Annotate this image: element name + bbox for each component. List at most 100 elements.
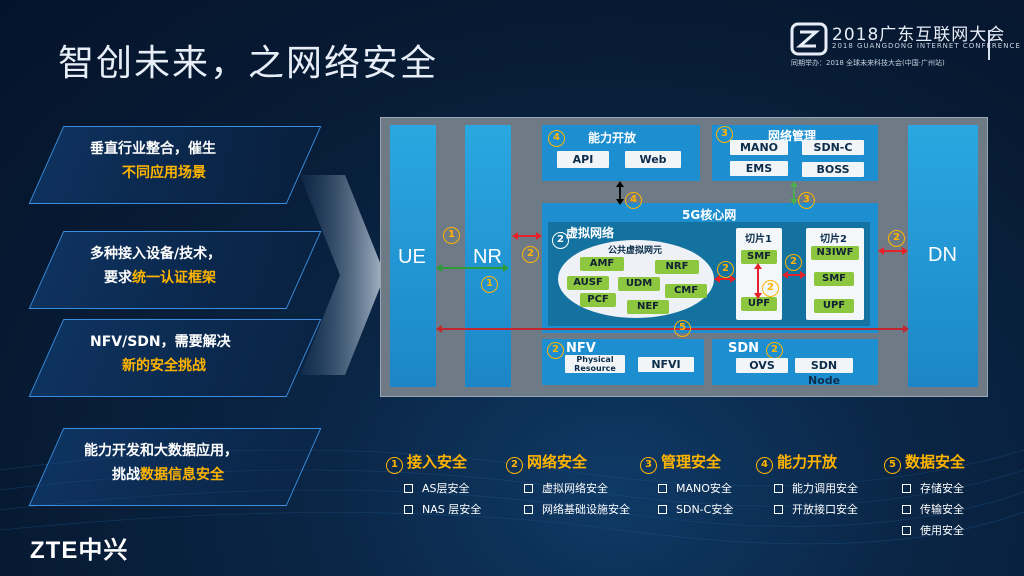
checkbox-icon	[524, 505, 533, 514]
marker-1a: 1	[443, 227, 460, 244]
virtual-network-num: 2	[552, 232, 569, 249]
marker-3: 3	[798, 192, 815, 209]
zte-logo: ZTE中兴	[30, 537, 129, 564]
legend-1-title: 接入安全	[407, 453, 468, 471]
capability-title: 能力开放	[588, 131, 637, 145]
left-item-4-highlight: 数据信息安全	[140, 467, 224, 483]
nfv-title: NFV	[566, 341, 596, 356]
nfvi-box: NFVI	[638, 357, 694, 372]
slice1-smf: SMF	[741, 250, 777, 264]
checkbox-icon	[404, 484, 413, 493]
legend-5-title: 数据安全	[905, 453, 966, 471]
marker-5: 5	[674, 320, 691, 337]
mgmt-num: 3	[716, 126, 733, 143]
legend-4-item-1: 能力调用安全	[792, 482, 858, 495]
legend-1-item-1: AS层安全	[422, 482, 470, 495]
diagram-arrows	[436, 181, 909, 333]
mgmt-title: 网络管理	[768, 129, 817, 143]
nf-amf: AMF	[580, 257, 624, 271]
legend-1-item-2: NAS 层安全	[422, 503, 482, 516]
mano-box: MANO	[730, 140, 788, 155]
sdn-title: SDN	[728, 341, 760, 356]
checkbox-icon	[524, 484, 533, 493]
virtual-network-title: 虚拟网络	[566, 226, 615, 240]
slice2-smf: SMF	[814, 272, 854, 286]
nfv-num: 2	[547, 342, 564, 359]
left-item-2-line1: 多种接入设备/技术，	[90, 246, 222, 262]
slice1-num: 2	[762, 280, 779, 297]
checkbox-icon	[774, 484, 783, 493]
slice2-title: 切片2	[820, 234, 847, 245]
legend-4-item-2: 开放接口安全	[792, 503, 858, 516]
legend-5-item-2: 传输安全	[920, 503, 964, 516]
left-item-3: NFV/SDN，需要解决 新的安全挑战	[90, 330, 231, 378]
checkbox-icon	[658, 484, 667, 493]
left-item-2: 多种接入设备/技术， 要求统一认证框架	[90, 242, 221, 290]
ems-box: EMS	[730, 161, 788, 176]
legend-2-item-1: 虚拟网络安全	[542, 482, 608, 495]
nr-column	[465, 125, 511, 387]
slice2-upf: UPF	[814, 299, 854, 313]
nf-ausf: AUSF	[567, 276, 609, 290]
checkbox-icon	[658, 505, 667, 514]
left-item-4: 能力开发和大数据应用， 挑战数据信息安全	[84, 439, 238, 487]
legend-3-item-2: SDN-C安全	[676, 503, 734, 516]
checkbox-icon	[902, 484, 911, 493]
legend-3-title: 管理安全	[661, 453, 722, 471]
left-item-2-line2-prefix: 要求	[104, 270, 132, 286]
legend-2-num: 2	[506, 457, 523, 474]
ue-label: UE	[398, 246, 426, 268]
legend-5-item-3: 使用安全	[920, 524, 964, 537]
big-arrow-icon	[300, 175, 385, 375]
left-item-2-highlight: 统一认证框架	[132, 270, 216, 286]
nr-label: NR	[473, 246, 502, 268]
marker-2d: 2	[888, 230, 905, 247]
marker-1b: 1	[481, 276, 498, 293]
marker-2b: 2	[717, 261, 734, 278]
checkbox-icon	[404, 505, 413, 514]
legend-3-num: 3	[640, 457, 657, 474]
nf-cmf: CMF	[665, 284, 707, 298]
boss-box: BOSS	[802, 162, 864, 177]
legend-3-item-1: MANO安全	[676, 482, 732, 495]
slice1-arrow-icon	[754, 263, 762, 299]
capability-num: 4	[548, 130, 565, 147]
conference-logo-icon	[790, 22, 828, 56]
dn-label: DN	[928, 244, 957, 266]
left-item-4-line2-prefix: 挑战	[112, 467, 140, 483]
nf-udm: UDM	[618, 277, 660, 291]
slice1-title: 切片1	[745, 234, 772, 245]
left-item-1-line1: 垂直行业整合，催生	[90, 141, 216, 157]
api-box: API	[557, 151, 609, 168]
nf-nrf: NRF	[655, 260, 699, 274]
legend-4-title: 能力开放	[777, 453, 838, 471]
legend-2-title: 网络安全	[527, 453, 588, 471]
nf-pcf: PCF	[580, 293, 616, 307]
slice1-upf: UPF	[741, 297, 777, 311]
sdnc-box: SDN-C	[802, 140, 864, 155]
checkbox-icon	[902, 526, 911, 535]
left-item-4-line1: 能力开发和大数据应用，	[84, 443, 238, 459]
marker-2c: 2	[785, 254, 802, 271]
ovs-box: OVS	[736, 358, 788, 373]
checkbox-icon	[902, 505, 911, 514]
legend-5-num: 5	[884, 457, 901, 474]
core-network-title: 5G核心网	[682, 208, 737, 222]
checkbox-icon	[774, 505, 783, 514]
header-divider	[988, 30, 990, 60]
left-item-3-line1: NFV/SDN，需要解决	[90, 334, 231, 350]
physical-resource-box: Physical Resource	[565, 355, 625, 373]
legend-2-item-2: 网络基础设施安全	[542, 503, 630, 516]
conference-subtitle: 2018 GUANGDONG INTERNET CONFERENCE	[832, 42, 1021, 50]
ue-column	[390, 125, 436, 387]
left-item-1-highlight: 不同应用场景	[122, 165, 206, 181]
public-nf-title: 公共虚拟网元	[608, 246, 663, 256]
marker-2a: 2	[522, 246, 539, 263]
legend-4-num: 4	[756, 457, 773, 474]
left-item-3-highlight: 新的安全挑战	[122, 358, 206, 374]
